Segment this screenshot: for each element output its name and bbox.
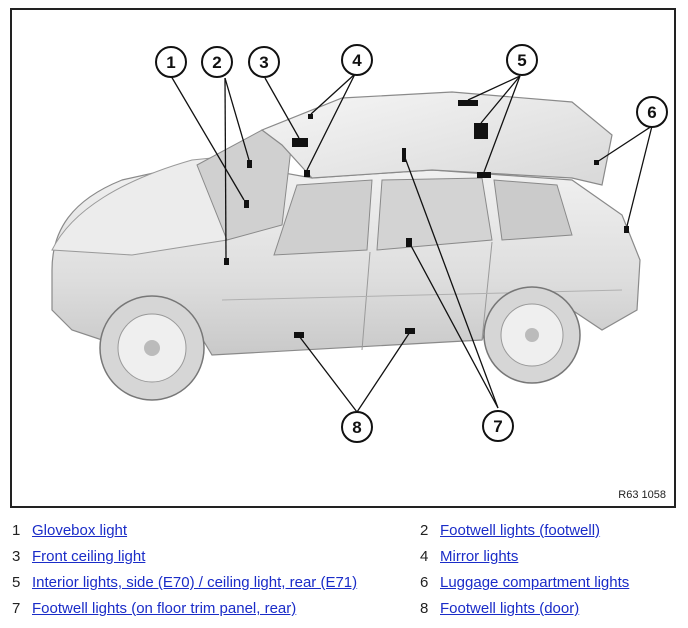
car-roof [260, 91, 613, 186]
rear-wheel [483, 286, 581, 384]
legend-link-interior-lights[interactable]: Interior lights, side (E70) / ceiling li… [32, 574, 358, 591]
car-rear-window [376, 177, 493, 251]
legend-number: 6 [420, 574, 429, 591]
legend-link-luggage-compartment-lights[interactable]: Luggage compartment lights [440, 574, 630, 591]
legend-link-glovebox-light[interactable]: Glovebox light [32, 522, 128, 539]
callout-6: 6 [636, 96, 668, 128]
legend-link-footwell-lights-floor-trim[interactable]: Footwell lights (on floor trim panel, re… [32, 600, 297, 617]
car-windshield [196, 129, 293, 241]
legend-number: 1 [12, 522, 21, 539]
vehicle-diagram: 1 2 3 4 5 6 7 8 R63 1058 [10, 8, 676, 508]
callout-4-label: 4 [352, 51, 362, 70]
callout-3: 3 [248, 46, 280, 78]
figure-reference-code: R63 1058 [618, 489, 666, 501]
legend-item-5: 5 Interior lights, side (E70) / ceiling l… [12, 572, 357, 594]
callout-6-label: 6 [647, 103, 656, 122]
legend-link-footwell-lights-footwell[interactable]: Footwell lights (footwell) [440, 522, 601, 539]
legend-number: 7 [12, 600, 21, 617]
car-front-window [273, 179, 373, 256]
callout-1: 1 [155, 46, 187, 78]
callout-1-label: 1 [166, 53, 175, 72]
callout-2-label: 2 [212, 53, 221, 72]
front-wheel [99, 295, 205, 401]
legend-number: 2 [420, 522, 429, 539]
legend-item-4: 4 Mirror lights [420, 546, 518, 568]
legend-number: 3 [12, 548, 21, 565]
callout-2: 2 [201, 46, 233, 78]
callout-5-label: 5 [517, 51, 526, 70]
callout-3-label: 3 [259, 53, 268, 72]
callout-8-label: 8 [352, 418, 361, 437]
legend-link-front-ceiling-light[interactable]: Front ceiling light [32, 548, 146, 565]
legend-item-1: 1 Glovebox light [12, 520, 127, 542]
legend-link-footwell-lights-door[interactable]: Footwell lights (door) [440, 600, 580, 617]
legend-number: 4 [420, 548, 429, 565]
callout-7: 7 [482, 410, 514, 442]
car-illustration: 1 2 3 4 5 6 7 8 [51, 44, 668, 443]
callout-5: 5 [506, 44, 538, 76]
legend-item-7: 7 Footwell lights (on floor trim panel, r… [12, 598, 296, 620]
legend-item-2: 2 Footwell lights (footwell) [420, 520, 600, 542]
callout-7-label: 7 [493, 417, 502, 436]
callout-8: 8 [341, 411, 373, 443]
car-cargo-window [493, 179, 573, 241]
legend-item-6: 6 Luggage compartment lights [420, 572, 629, 594]
callout-4: 4 [341, 44, 373, 76]
legend-link-mirror-lights[interactable]: Mirror lights [440, 548, 519, 565]
legend-number: 5 [12, 574, 21, 591]
legend-item-8: 8 Footwell lights (door) [420, 598, 579, 620]
legend-item-3: 3 Front ceiling light [12, 546, 145, 568]
legend-number: 8 [420, 600, 429, 617]
